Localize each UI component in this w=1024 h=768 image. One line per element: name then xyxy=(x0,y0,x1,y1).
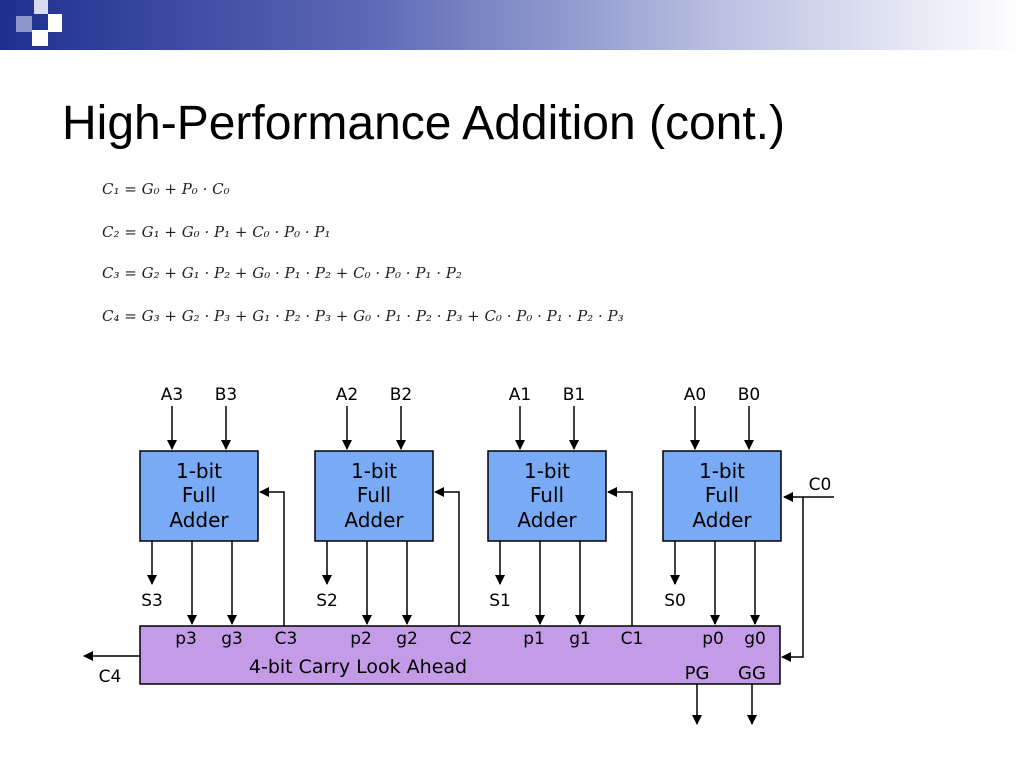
carry-lookahead-block xyxy=(139,625,781,685)
sum-label: S1 xyxy=(489,591,511,611)
input-b-label: B3 xyxy=(215,385,237,405)
adder-label-line3: Adder xyxy=(517,508,577,532)
adder-label-line3: Adder xyxy=(344,508,404,532)
generate-label: g1 xyxy=(569,629,591,649)
carry-in-to-cla-arrow xyxy=(781,497,804,662)
adder-stage-3: 1-bit Full Adder A3 B3 S3 p3 g3 C3 xyxy=(139,385,298,649)
carry-in-label: C0 xyxy=(809,475,832,495)
decorative-square xyxy=(34,0,48,14)
decorative-square xyxy=(32,30,48,46)
decorative-square xyxy=(16,16,32,32)
equation-c3: C₃ = G₂ + G₁ · P₂ + G₀ · P₁ · P₂ + C₀ · … xyxy=(102,264,462,282)
decorative-square xyxy=(0,0,16,16)
pg-label: PG xyxy=(685,663,710,684)
adder-stage-0: 1-bit Full Adder A0 B0 S0 p0 g0 xyxy=(662,385,782,649)
input-b-label: B2 xyxy=(390,385,412,405)
propagate-label: p0 xyxy=(702,629,724,649)
propagate-label: p3 xyxy=(175,629,197,649)
carry-label: C3 xyxy=(275,629,298,649)
page-title: High-Performance Addition (cont.) xyxy=(62,97,785,150)
carry-feedback-arrow xyxy=(434,487,460,626)
decorative-square xyxy=(48,14,62,32)
adder-label-line1: 1-bit xyxy=(524,459,570,483)
full-adder-block xyxy=(139,450,259,542)
carry-label: C2 xyxy=(450,629,473,649)
adder-label-line2: Full xyxy=(705,483,739,507)
input-b-label: B0 xyxy=(738,385,760,405)
generate-label: g0 xyxy=(744,629,766,649)
generate-label: g2 xyxy=(396,629,418,649)
top-decorative-band xyxy=(0,0,1024,50)
adder-label-line2: Full xyxy=(530,483,564,507)
sum-label: S3 xyxy=(141,591,163,611)
full-adder-block xyxy=(487,450,607,542)
equation-c4: C₄ = G₃ + G₂ · P₃ + G₁ · P₂ · P₃ + G₀ · … xyxy=(102,307,624,325)
propagate-label: p2 xyxy=(350,629,372,649)
sum-label: S2 xyxy=(316,591,338,611)
carry-feedback-arrow xyxy=(259,487,285,626)
carry-feedback-arrow xyxy=(607,487,633,626)
sum-label: S0 xyxy=(664,591,686,611)
adder-label-line1: 1-bit xyxy=(176,459,222,483)
adder-label-line3: Adder xyxy=(169,508,229,532)
carry-out-label: C4 xyxy=(99,667,122,687)
adder-label-line1: 1-bit xyxy=(351,459,397,483)
equation-c2: C₂ = G₁ + G₀ · P₁ + C₀ · P₀ · P₁ xyxy=(102,223,331,241)
input-a-label: A3 xyxy=(161,385,183,405)
full-adder-block xyxy=(662,450,782,542)
generate-label: g3 xyxy=(221,629,243,649)
cla-label: 4-bit Carry Look Ahead xyxy=(249,656,467,678)
gg-label: GG xyxy=(738,663,766,684)
adder-label-line2: Full xyxy=(182,483,216,507)
input-a-label: A1 xyxy=(509,385,531,405)
carry-label: C1 xyxy=(621,629,644,649)
adder-label-line1: 1-bit xyxy=(699,459,745,483)
adder-label-line3: Adder xyxy=(692,508,752,532)
input-b-label: B1 xyxy=(563,385,585,405)
adder-stage-2: 1-bit Full Adder A2 B2 S2 p2 g2 C2 xyxy=(314,385,473,649)
adder-label-line2: Full xyxy=(357,483,391,507)
equation-c1: C₁ = G₀ + P₀ · C₀ xyxy=(102,180,230,198)
input-a-label: A0 xyxy=(684,385,706,405)
propagate-label: p1 xyxy=(523,629,545,649)
full-adder-block xyxy=(314,450,434,542)
adder-stage-1: 1-bit Full Adder A1 B1 S1 p1 g1 C1 xyxy=(487,385,644,649)
input-a-label: A2 xyxy=(336,385,358,405)
